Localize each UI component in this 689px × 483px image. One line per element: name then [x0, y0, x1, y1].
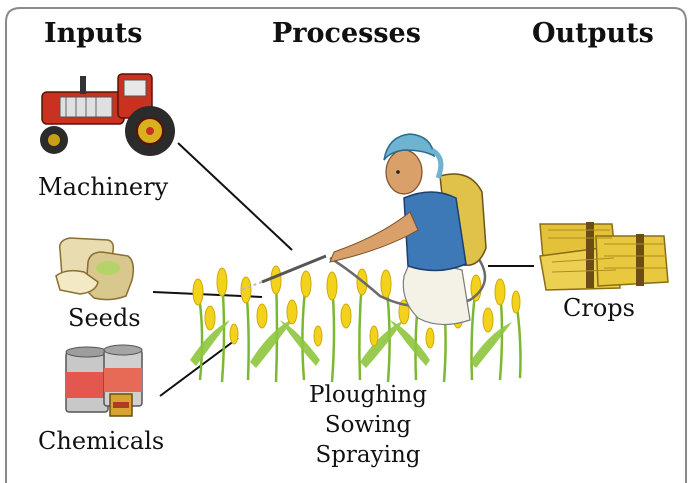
seed-sacks-icon: [56, 238, 133, 300]
machinery-connector: [178, 143, 292, 250]
machinery-label: Machinery: [38, 173, 168, 201]
process-sowing: Sowing: [268, 410, 468, 440]
seeds-label: Seeds: [68, 304, 141, 332]
chemicals-connector: [160, 338, 238, 396]
chemicals-label: Chemicals: [38, 427, 164, 455]
process-ploughing: Ploughing: [268, 380, 468, 410]
chemical-cans-icon: [66, 345, 142, 416]
crop-field-icon: [190, 266, 521, 382]
tractor-icon: [40, 74, 175, 156]
process-list: Ploughing Sowing Spraying: [268, 380, 468, 470]
process-spraying: Spraying: [268, 440, 468, 470]
crop-bundles-icon: [540, 222, 668, 290]
crops-label: Crops: [563, 294, 635, 322]
